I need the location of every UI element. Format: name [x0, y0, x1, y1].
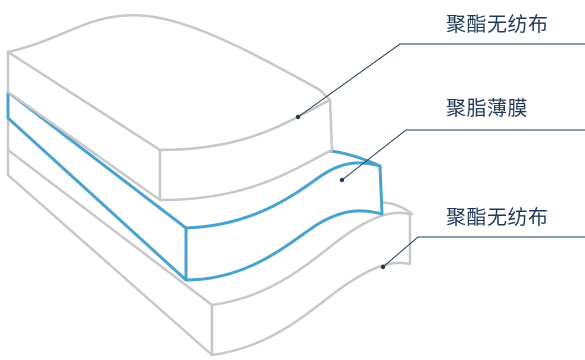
leader-dots: [295, 114, 386, 270]
leader-dot-bottom: [380, 264, 386, 270]
leader-lines: [297, 43, 585, 268]
middle-layer-label: 聚脂薄膜: [446, 96, 528, 120]
top-nonwoven-layer: [6, 14, 334, 202]
leader-line-middle: [341, 129, 585, 181]
bottom-nonwoven-layer: [6, 118, 414, 357]
bottom-layer-label: 聚酯无纺布: [446, 205, 549, 229]
bottom-layer-front: [210, 211, 412, 357]
leader-line-top: [297, 43, 585, 118]
middle-film-layer: [6, 90, 384, 282]
leader-dot-middle: [339, 177, 345, 183]
leader-line-bottom: [382, 236, 585, 268]
top-layer-front: [158, 98, 334, 202]
middle-layer-front: [184, 161, 384, 282]
leader-dot-top: [295, 114, 301, 120]
top-layer-label: 聚酯无纺布: [446, 12, 549, 36]
